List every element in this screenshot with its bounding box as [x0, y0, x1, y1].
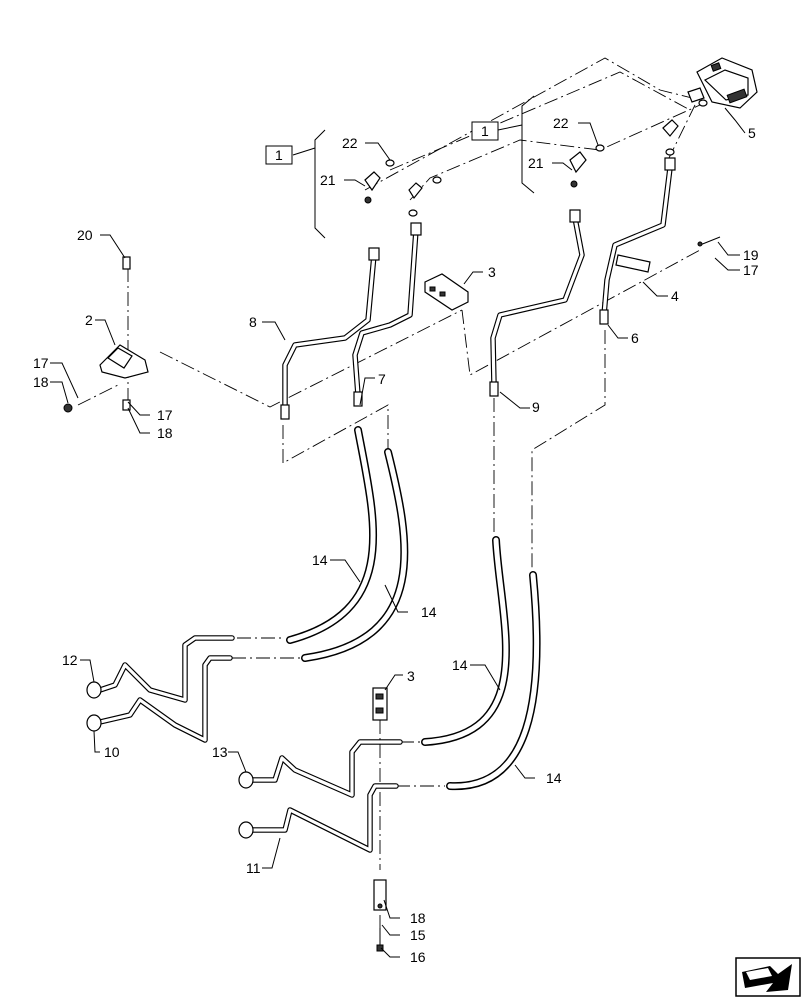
- callout-17-right: 17: [743, 262, 759, 278]
- callout-15: 15: [410, 927, 426, 943]
- next-page-arrow-icon[interactable]: [735, 957, 801, 997]
- callout-12: 12: [62, 652, 78, 668]
- callout-20: 20: [77, 227, 93, 243]
- tubes-11-13: [238, 739, 403, 853]
- bracket-right: [497, 95, 535, 194]
- assembly-centerlines: [77, 57, 701, 950]
- callout-11: 11: [246, 860, 261, 876]
- clamp-lower: [372, 687, 388, 721]
- callout-19: 19: [743, 247, 759, 263]
- callout-17-left: 17: [33, 355, 49, 371]
- callout-14-a: 14: [312, 552, 328, 568]
- bracket-2-part: [99, 344, 149, 379]
- callout-7: 7: [378, 371, 386, 387]
- callout-3-upper: 3: [488, 264, 496, 280]
- callout-box-right: [471, 121, 499, 141]
- callout-18-left: 18: [33, 374, 49, 390]
- callout-22-left: 22: [342, 135, 358, 151]
- flex-hoses: [286, 426, 541, 791]
- rigid-tubes: [280, 157, 676, 420]
- bracket-4-part: [615, 254, 651, 273]
- callout-21-left: 21: [320, 172, 336, 188]
- callout-box-left: [265, 145, 293, 165]
- clamp-upper: [424, 273, 469, 311]
- callout-10: 10: [104, 744, 120, 760]
- tubes-10-12: [86, 635, 235, 743]
- callout-9: 9: [532, 399, 540, 415]
- callout-8: 8: [249, 314, 257, 330]
- callout-17-lower: 17: [157, 407, 173, 423]
- callout-1b: 1: [481, 123, 489, 139]
- hardware: [63, 236, 721, 413]
- callout-5: 5: [748, 125, 756, 141]
- callout-14-c: 14: [452, 657, 468, 673]
- callout-13: 13: [212, 744, 228, 760]
- callout-16: 16: [410, 949, 426, 965]
- bracket-left: [292, 129, 326, 239]
- plate-18: [373, 879, 387, 911]
- callout-1a: 1: [275, 147, 283, 163]
- bolt-16: [376, 928, 384, 952]
- callout-18-lower: 18: [157, 425, 173, 441]
- callout-21-right: 21: [528, 155, 544, 171]
- valve-block-part: [687, 57, 758, 109]
- callout-14-b: 14: [421, 604, 437, 620]
- callout-2: 2: [85, 312, 93, 328]
- callout-4: 4: [671, 288, 679, 304]
- fittings: [364, 119, 679, 217]
- callout-6: 6: [631, 330, 639, 346]
- callout-22-right: 22: [553, 115, 569, 131]
- callout-3-lower: 3: [407, 668, 415, 684]
- callout-14-d: 14: [546, 770, 562, 786]
- leader-lines: [50, 107, 746, 958]
- callout-18-bottom: 18: [410, 910, 426, 926]
